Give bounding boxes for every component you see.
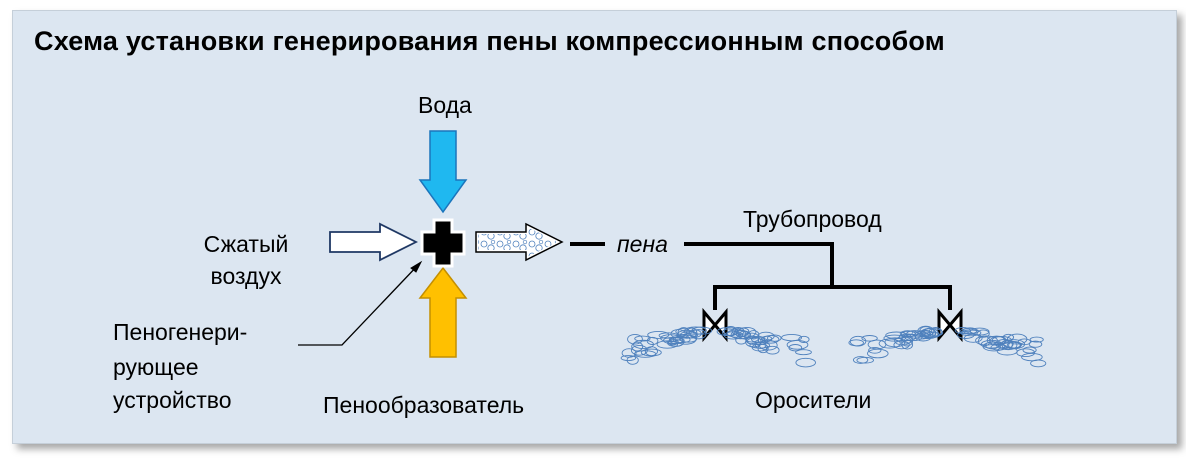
spray-bubble — [849, 335, 867, 347]
generator-label-line2: рующее — [113, 354, 199, 380]
spray-bubble — [954, 327, 971, 334]
spray-bubble — [1022, 346, 1037, 354]
page-title: Схема установки генерирования пены компр… — [34, 26, 945, 56]
spray-bubble — [795, 349, 812, 356]
spray-bubble — [962, 327, 978, 335]
spray-bubble — [1017, 338, 1032, 346]
foam-generator-icon — [420, 218, 466, 268]
spray-bubble — [960, 329, 982, 337]
spray-bubble — [627, 333, 643, 345]
sprinkler-spray-right — [848, 325, 1047, 368]
pipeline — [684, 242, 952, 310]
spray-bubble — [878, 338, 901, 349]
spray-bubble — [1003, 339, 1026, 350]
spray-bubble — [684, 326, 707, 335]
spray-bubble — [901, 334, 913, 344]
spray-bubble — [758, 339, 778, 351]
spray-bubble — [1021, 352, 1043, 362]
air-label-line1: Сжатый — [203, 231, 289, 257]
spray-bubble — [630, 344, 648, 356]
spray-bubble — [883, 334, 906, 342]
spray-bubble — [848, 339, 864, 347]
generator-label-line1: Пеногенери- — [113, 319, 248, 345]
spray-bubble — [899, 330, 916, 338]
diagram-panel — [12, 10, 1177, 444]
spray-bubble — [658, 332, 678, 339]
foam-label: пена — [617, 231, 668, 257]
spray-bubble — [975, 335, 998, 346]
foaming-agent-label: Пенообразователь — [323, 392, 525, 418]
spray-bubble — [885, 331, 908, 340]
spray-bubble — [919, 330, 934, 340]
spray-bubble — [852, 356, 869, 364]
spray-bubble — [978, 335, 991, 347]
spray-bubble — [634, 335, 651, 342]
spray-bubble — [867, 348, 889, 359]
spray-bubble — [656, 340, 678, 349]
air-arrow — [329, 222, 419, 262]
water-arrow — [418, 130, 468, 214]
spray-bubble — [647, 330, 670, 339]
sprinkler-spray-left — [620, 326, 816, 368]
spray-bubble — [798, 335, 810, 343]
foaming-agent-arrow — [418, 266, 468, 358]
spray-bubble — [734, 327, 750, 335]
generator-leader-line — [298, 262, 421, 346]
spray-bubble — [749, 342, 771, 349]
spray-bubble — [1001, 339, 1013, 351]
pipeline-label: Трубопровод — [743, 206, 882, 232]
spray-bubble — [677, 327, 690, 338]
spray-bubble — [861, 335, 878, 342]
spray-bubble — [795, 357, 816, 368]
spray-bubble — [976, 329, 990, 338]
spray-bubble — [1029, 336, 1044, 343]
spray-bubble — [898, 333, 917, 342]
spray-bubble — [640, 348, 662, 357]
spray-bubble — [781, 333, 803, 342]
generator-label-line3: устройство — [113, 387, 232, 413]
spray-bubble — [633, 339, 654, 350]
spray-bubble — [621, 348, 637, 358]
spray-bubble — [985, 341, 1000, 350]
water-label: Вода — [418, 92, 472, 118]
spray-bubble — [690, 329, 707, 340]
spray-bubble — [762, 335, 780, 344]
sprinklers-label: Оросители — [755, 387, 872, 413]
spray-bubble — [631, 341, 644, 352]
spray-bubble — [957, 331, 975, 339]
spray-bubble — [868, 346, 882, 354]
spray-bubble — [856, 356, 874, 364]
spray-bubble — [723, 331, 744, 340]
spray-bubble — [963, 333, 983, 343]
air-label-line2: воздух — [210, 263, 282, 289]
spray-bubble — [1006, 341, 1021, 349]
spray-bubble — [747, 330, 760, 340]
spray-bubble — [620, 354, 637, 362]
spray-bubble — [735, 330, 747, 338]
